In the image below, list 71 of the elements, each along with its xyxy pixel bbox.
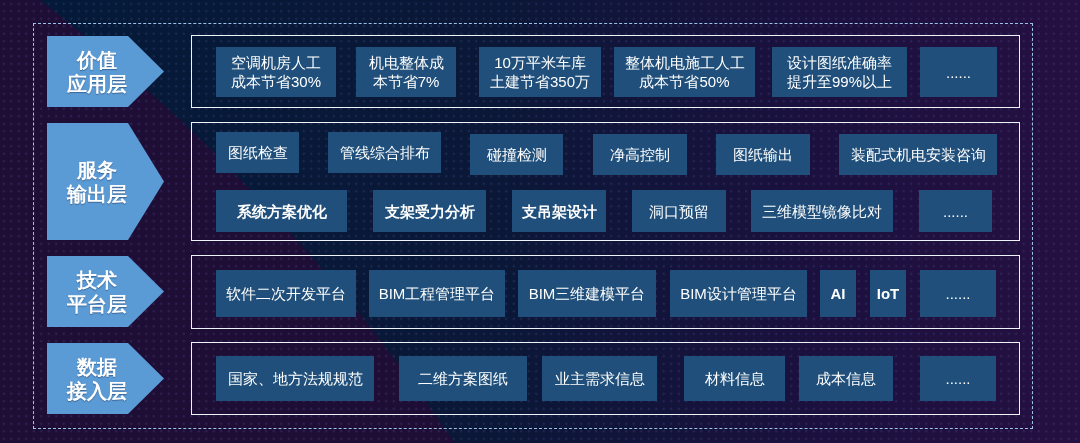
item-tile bbox=[684, 356, 785, 401]
layer-title: 价值应用层 bbox=[66, 47, 128, 96]
item-tile bbox=[216, 190, 347, 232]
tile-label: 机电整体成本节省7% bbox=[367, 53, 445, 91]
layer-title: 数据接入层 bbox=[65, 354, 128, 403]
tile-label: 二维方案图纸 bbox=[418, 369, 508, 388]
item-tile bbox=[920, 356, 996, 401]
tile-label: 整体机电施工人工成本节省50% bbox=[623, 53, 746, 91]
tile-label: IoT bbox=[876, 284, 900, 303]
item-tile bbox=[356, 47, 456, 97]
tile-label: 国家、地方法规规范 bbox=[227, 369, 363, 388]
tile-label: ...... bbox=[943, 201, 968, 221]
layer-frame bbox=[191, 342, 1020, 415]
item-tile bbox=[216, 132, 299, 173]
item-tile bbox=[670, 270, 807, 317]
item-tile bbox=[216, 356, 374, 401]
item-tile bbox=[328, 132, 441, 173]
tile-label: 支架受力分析 bbox=[384, 201, 475, 221]
item-tile bbox=[373, 190, 486, 232]
tile-label: 支吊架设计 bbox=[521, 201, 597, 221]
layer-frame bbox=[191, 255, 1020, 329]
item-tile bbox=[716, 134, 810, 175]
tile-label: 空调机房人工成本节省30% bbox=[230, 53, 322, 91]
tile-label: 净高控制 bbox=[610, 145, 670, 164]
item-tile bbox=[614, 47, 755, 97]
tile-label: 三维模型镜像比对 bbox=[762, 201, 882, 221]
tile-label: 洞口预留 bbox=[649, 201, 709, 221]
item-tile bbox=[870, 270, 906, 317]
item-tile bbox=[542, 356, 657, 401]
item-tile bbox=[839, 134, 997, 175]
item-tile bbox=[470, 134, 563, 175]
item-tile bbox=[216, 270, 356, 317]
item-tile bbox=[518, 270, 656, 317]
item-tile bbox=[512, 190, 606, 232]
item-tile bbox=[820, 270, 856, 317]
tile-label: AI bbox=[830, 284, 846, 303]
layer-title: 服务输出层 bbox=[65, 157, 128, 206]
tile-label: 材料信息 bbox=[704, 369, 765, 388]
tile-label: 设计图纸准确率提升至99%以上 bbox=[786, 53, 893, 91]
tile-label: 软件二次开发平台 bbox=[226, 284, 346, 303]
item-tile bbox=[920, 47, 997, 97]
item-tile bbox=[751, 190, 893, 232]
tile-label: ...... bbox=[945, 369, 971, 388]
item-tile bbox=[920, 270, 996, 317]
item-tile bbox=[799, 356, 893, 401]
item-tile bbox=[593, 134, 687, 175]
item-tile bbox=[772, 47, 907, 97]
item-tile bbox=[479, 47, 601, 97]
layer-frame bbox=[191, 122, 1020, 241]
layer-frame bbox=[191, 35, 1020, 108]
item-tile bbox=[919, 190, 992, 232]
tile-label: BIM设计管理平台 bbox=[680, 284, 797, 303]
tile-label: 业主需求信息 bbox=[554, 369, 645, 388]
tile-label: 碰撞检测 bbox=[486, 145, 547, 164]
item-tile bbox=[399, 356, 527, 401]
tile-label: ...... bbox=[945, 284, 971, 303]
tile-label: BIM三维建模平台 bbox=[528, 284, 646, 303]
tile-label: ...... bbox=[946, 62, 971, 82]
tile-label: 成本信息 bbox=[816, 369, 876, 388]
tile-label: 管线综合排布 bbox=[339, 143, 430, 162]
tile-label: BIM工程管理平台 bbox=[378, 284, 496, 303]
tile-label: 装配式机电安装咨询 bbox=[850, 145, 986, 164]
item-tile bbox=[216, 47, 336, 97]
dashed-frame bbox=[33, 23, 1033, 429]
item-tile bbox=[632, 190, 726, 232]
tile-label: 图纸检查 bbox=[227, 143, 288, 162]
tile-label: 10万平米车库土建节省350万 bbox=[489, 53, 591, 91]
item-tile bbox=[369, 270, 505, 317]
tile-label: 系统方案优化 bbox=[236, 201, 327, 221]
layer-title: 技术平台层 bbox=[66, 267, 128, 316]
tile-label: 图纸输出 bbox=[733, 145, 793, 164]
